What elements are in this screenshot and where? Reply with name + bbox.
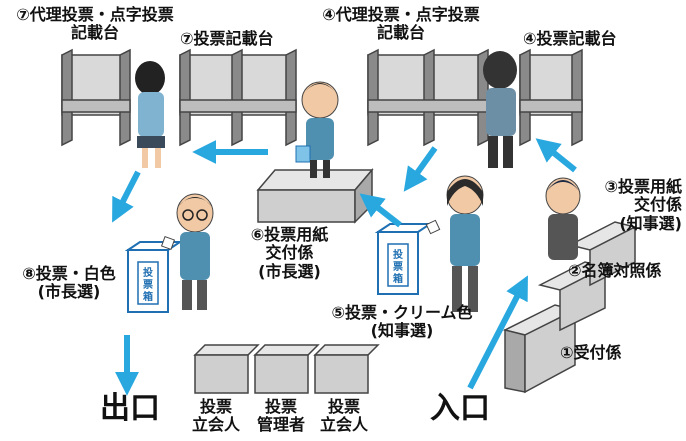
label-reception1: ①受付係 (560, 343, 622, 362)
label-issue6-line3: (市長選) (258, 261, 321, 281)
label-manager: 投票 管理者 (248, 397, 314, 435)
label-witness-right-line1: 投票 (327, 397, 360, 416)
label-entrance: 入口 (430, 391, 490, 426)
label-check2: ②名簿対照係 (568, 261, 662, 280)
label-booth4-proxy: ④代理投票・点字投票 記載台 (310, 5, 492, 43)
label-manager-line1: 投票 (264, 397, 297, 416)
label-box5-line2: (知事選) (370, 321, 434, 341)
voter-box5 (425, 175, 484, 312)
label-issue6: ⑥投票用紙 交付係 (市長選) (232, 225, 347, 281)
label-booth7-proxy: ⑦代理投票・点字投票 記載台 (4, 5, 186, 43)
booth-group-7 (61, 48, 297, 147)
label-box8: ⑧投票・白色 (市長選) (14, 264, 124, 302)
label-exit: 出口 (100, 391, 160, 426)
label-issue3-line3: (知事選) (619, 213, 682, 233)
label-issue3: ③投票用紙 交付係 (知事選) (580, 177, 682, 233)
voter-box8 (160, 193, 214, 310)
voter-booth4 (483, 51, 517, 168)
svg-text:投: 投 (393, 248, 403, 261)
svg-text:箱: 箱 (143, 290, 153, 303)
svg-text:票: 票 (393, 261, 403, 273)
svg-text:箱: 箱 (393, 272, 403, 285)
label-witness-right: 投票 立会人 (314, 397, 374, 435)
svg-text:票: 票 (143, 279, 153, 291)
label-witness-left: 投票 立会人 (186, 397, 246, 435)
label-witness-left-line1: 投票 (199, 397, 232, 416)
label-issue3-line2: 交付係 (633, 195, 682, 215)
label-issue6-line1: ⑥投票用紙 (250, 225, 329, 244)
label-witness-left-line2: 立会人 (191, 415, 240, 435)
label-box5: ⑤投票・クリーム色 (知事選) (322, 303, 482, 341)
voter-booth7 (135, 61, 165, 168)
ballot-box-8: 投 票 箱 (124, 241, 184, 313)
booth-group-4 (367, 48, 583, 147)
reception-counters (502, 221, 638, 394)
label-issue6-line2: 交付係 (265, 243, 314, 263)
flow-arrows (112, 138, 577, 396)
label-booth4: ④投票記載台 (523, 29, 617, 48)
label-booth4-proxy-line2: 記載台 (376, 23, 425, 43)
label-booth4-proxy-line1: ④代理投票・点字投票 (322, 5, 480, 24)
clerk-issue3 (545, 177, 581, 260)
label-box5-line1: ⑤投票・クリーム色 (331, 303, 473, 322)
ballot-box-5: 投 票 箱 (374, 223, 434, 295)
label-booth7-proxy-line1: ⑦代理投票・点字投票 (16, 5, 174, 24)
label-booth7: ⑦投票記載台 (180, 29, 274, 48)
svg-text:投: 投 (143, 266, 153, 279)
label-witness-right-line2: 立会人 (319, 415, 368, 435)
label-box8-line1: ⑧投票・白色 (22, 264, 116, 283)
label-manager-line2: 管理者 (256, 415, 305, 435)
label-booth7-proxy-line2: 記載台 (70, 23, 119, 43)
official-desks (193, 344, 380, 394)
label-box8-line2: (市長選) (37, 282, 101, 302)
voter-with-bag (295, 81, 339, 178)
label-issue3-line1: ③投票用紙 (604, 177, 682, 196)
